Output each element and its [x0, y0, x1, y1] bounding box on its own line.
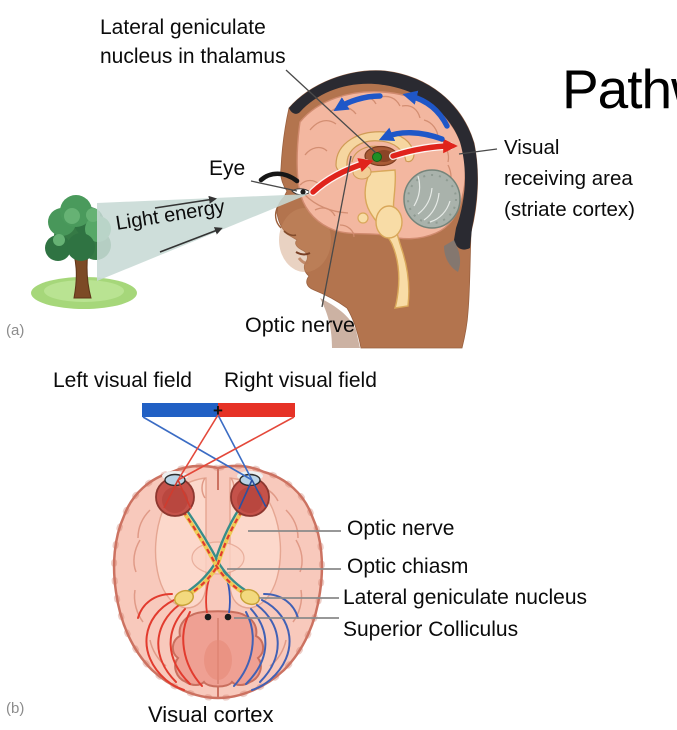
label-optic-chiasm: Optic chiasm	[347, 555, 469, 578]
label-lateral-geniculate-b: Lateral geniculate nucleus	[343, 586, 588, 609]
label-superior-colliculus: Superior Colliculus	[343, 618, 519, 641]
light-cone	[97, 194, 309, 281]
blue-feedback-arrow-top	[402, 90, 450, 129]
brain-top-view	[111, 462, 325, 702]
right-field-bar	[218, 403, 295, 417]
blue-feedback-arrow-mid	[378, 127, 445, 142]
optic-radiations-left	[137, 593, 203, 691]
cerebellum	[403, 169, 461, 229]
red-arrow-lgn-to-cortex	[390, 138, 458, 159]
eyebrow	[258, 171, 300, 184]
lgn-green-dot	[372, 152, 382, 162]
left-field-bar	[142, 403, 218, 417]
page-title: Pathw	[562, 58, 677, 120]
panel-a-tag: (a)	[6, 322, 25, 339]
mouth	[295, 251, 311, 256]
lgn-left	[174, 589, 194, 607]
neck-shadow	[320, 298, 360, 348]
label-optic-nerve-b: Optic nerve	[347, 517, 455, 540]
head-illustration	[258, 70, 478, 349]
field-rays	[142, 414, 295, 510]
label-left-visual-field: Left visual field	[53, 369, 192, 392]
panel-b-tag: (b)	[6, 700, 25, 717]
panel-a-illustration	[31, 69, 498, 349]
visual-field-bar: +	[142, 401, 295, 420]
label-right-visual-field: Right visual field	[224, 369, 377, 392]
panel-b-illustration: +	[111, 401, 341, 702]
pathway-arrows	[309, 90, 458, 196]
label-optic-nerve-a: Optic nerve	[245, 313, 355, 337]
superior-colliculus-right	[224, 613, 232, 621]
label-visual-cortex: Visual cortex	[148, 702, 274, 727]
blue-feedback-arrow-front	[333, 93, 383, 112]
hair	[289, 70, 478, 250]
brainstem	[364, 169, 410, 309]
left-lens	[164, 473, 186, 487]
label-lateral-geniculate-a: Lateral geniculate nucleus in thalamus	[100, 16, 286, 68]
red-arrow-eye-to-lgn	[310, 158, 374, 195]
fixation-cross: +	[213, 401, 223, 420]
light-ray-arrows	[154, 195, 223, 253]
label-visual-receiving-area: Visual receiving area (striate cortex)	[504, 136, 635, 221]
superior-colliculus-left	[204, 613, 212, 621]
brain-side-view	[296, 91, 467, 309]
label-lines-b	[227, 530, 341, 619]
lgn-right	[240, 588, 260, 606]
label-lines-a	[250, 69, 498, 308]
label-eye: Eye	[209, 157, 246, 180]
